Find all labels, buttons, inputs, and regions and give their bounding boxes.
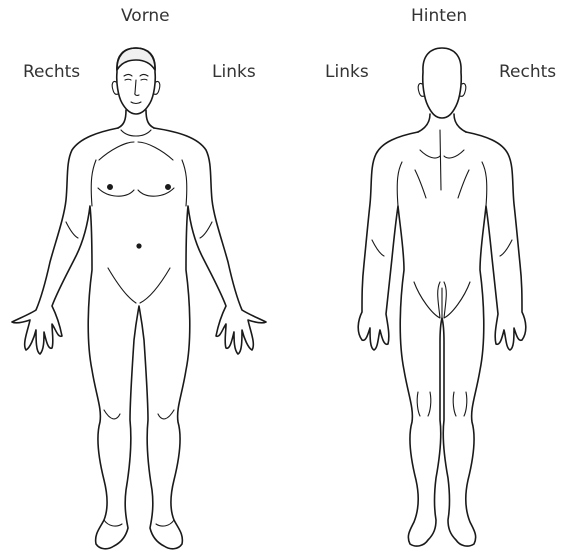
front-torso[interactable] bbox=[98, 110, 174, 303]
front-head[interactable] bbox=[112, 48, 160, 114]
